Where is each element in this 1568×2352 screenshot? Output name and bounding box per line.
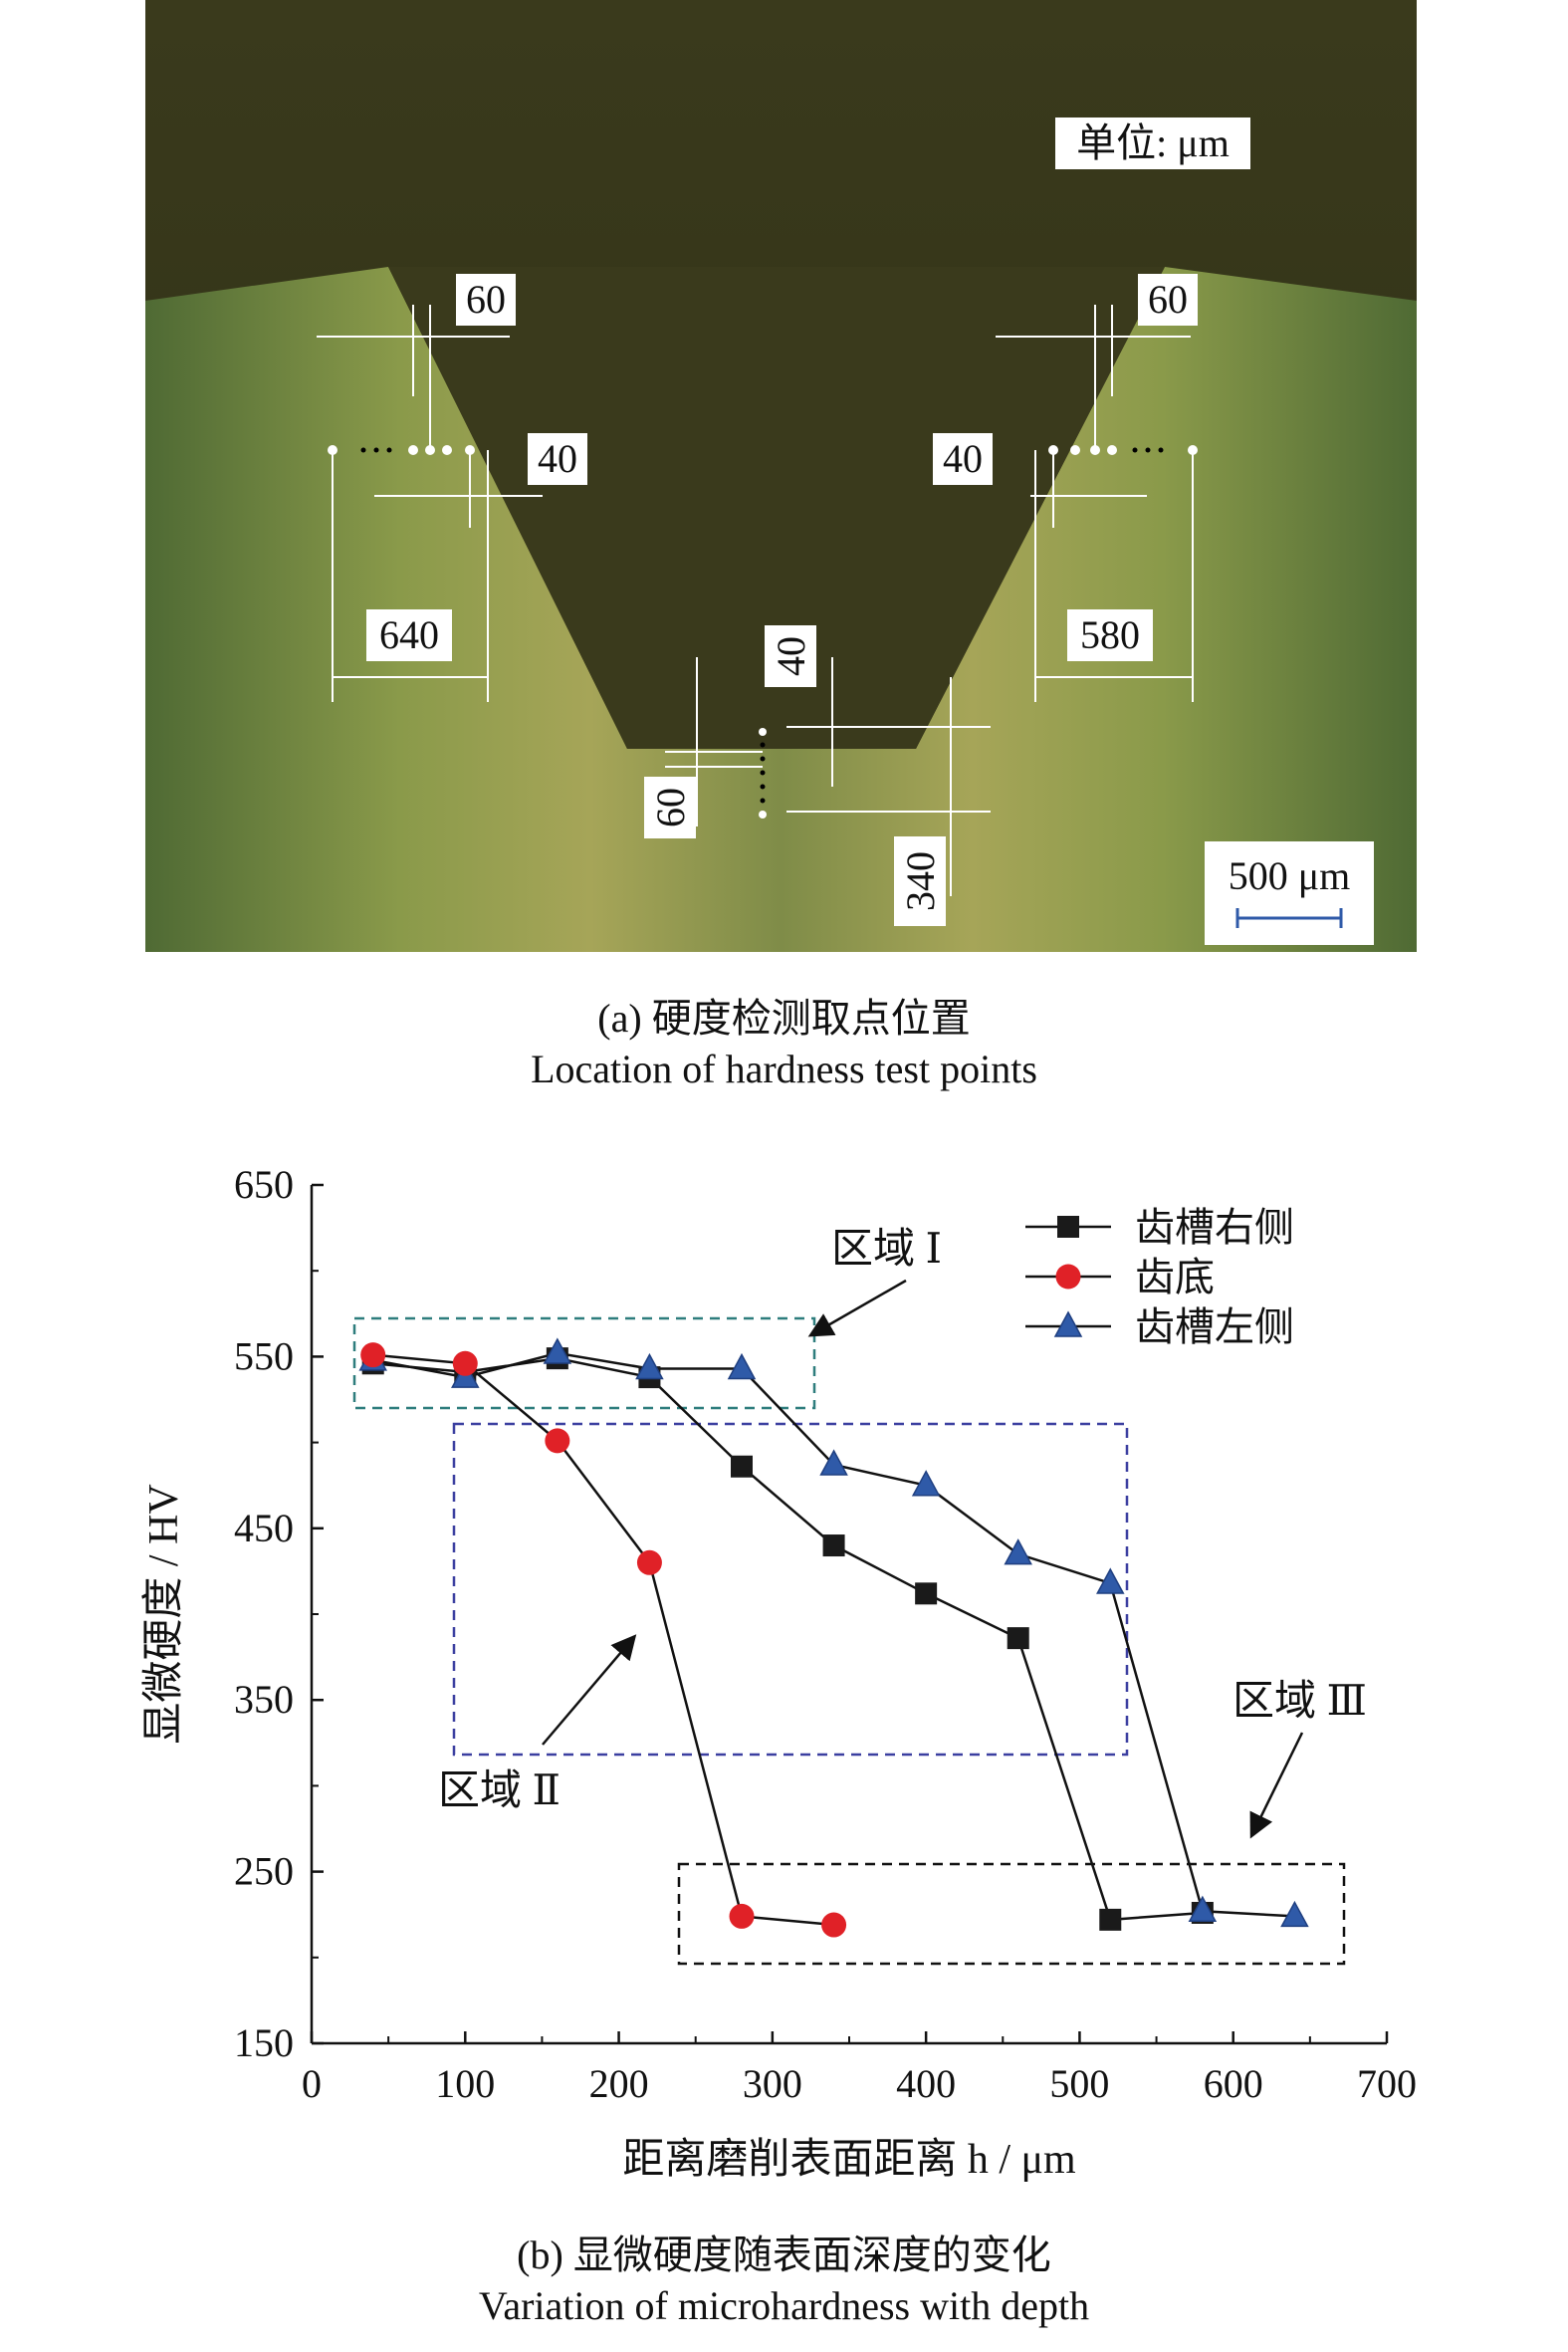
x-tick-label: 400 bbox=[896, 2061, 956, 2106]
test-points bbox=[328, 445, 1198, 819]
caption-b-cn: (b) 显微硬度随表面深度的变化 bbox=[517, 2233, 1051, 2277]
x-tick-label: 100 bbox=[435, 2061, 495, 2106]
data-point-square bbox=[1099, 1908, 1122, 1931]
data-point-square bbox=[822, 1534, 845, 1557]
data-point-triangle bbox=[727, 1352, 757, 1380]
series-line-2 bbox=[372, 1353, 834, 1927]
legend-marker-triangle bbox=[1053, 1310, 1083, 1337]
measurement-lines bbox=[317, 305, 1194, 896]
scale-bar-label: 500 μm bbox=[1229, 853, 1351, 898]
data-point-triangle bbox=[1004, 1538, 1032, 1565]
data-point-circle bbox=[545, 1428, 570, 1454]
data-point-circle bbox=[452, 1350, 478, 1376]
dim-label: 60 bbox=[1148, 277, 1188, 322]
caption-b-en: Variation of microhardness with depth bbox=[478, 2283, 1090, 2328]
data-point-square bbox=[915, 1582, 938, 1605]
legend-marker-circle bbox=[1055, 1264, 1081, 1290]
data-point-circle bbox=[636, 1549, 662, 1575]
data-point-circle bbox=[729, 1903, 755, 1929]
annotation-arrow bbox=[1249, 1732, 1304, 1839]
region-annotation: 区域 Ⅰ bbox=[831, 1227, 942, 1273]
data-point-triangle bbox=[543, 1337, 572, 1364]
region-2-box bbox=[452, 1422, 1129, 1757]
y-axis-label: 显微硬度 / HV bbox=[141, 1484, 187, 1744]
region-3-box bbox=[677, 1862, 1346, 1966]
dim-label: 40 bbox=[943, 436, 983, 481]
legend-marker-square bbox=[1057, 1216, 1079, 1238]
data-point-square bbox=[731, 1455, 753, 1478]
region-annotation: 区域 Ⅲ bbox=[1232, 1679, 1367, 1725]
x-axis-label: 距离磨削表面距离 h / μm bbox=[622, 2136, 1076, 2183]
caption-a-cn: (a) 硬度检测取点位置 bbox=[597, 996, 971, 1041]
data-point-triangle bbox=[1188, 1895, 1218, 1923]
x-tick-label: 500 bbox=[1049, 2061, 1109, 2106]
data-point-triangle bbox=[1096, 1567, 1125, 1594]
y-tick-label: 450 bbox=[234, 1506, 294, 1550]
legend-label: 齿槽右侧 bbox=[1135, 1205, 1294, 1250]
y-tick-label: 350 bbox=[234, 1677, 294, 1722]
dim-label: 40 bbox=[769, 636, 813, 676]
groove-region bbox=[388, 267, 1165, 749]
x-tick-label: 600 bbox=[1204, 2061, 1263, 2106]
x-tick-label: 0 bbox=[302, 2061, 322, 2106]
data-point-circle bbox=[360, 1342, 386, 1368]
dim-label: 60 bbox=[466, 277, 506, 322]
dim-label: 580 bbox=[1080, 612, 1140, 657]
legend-label: 齿底 bbox=[1135, 1255, 1215, 1299]
micrograph: 单位: μm 60 60 40 40 640 580 40 60 340 500… bbox=[145, 0, 1417, 952]
data-point-square bbox=[1007, 1627, 1029, 1650]
test-point-dots bbox=[360, 447, 1164, 804]
scale-bar bbox=[1235, 908, 1343, 928]
dim-label: 640 bbox=[379, 612, 439, 657]
x-tick-label: 700 bbox=[1357, 2061, 1417, 2106]
material-region bbox=[145, 267, 1417, 952]
data-point-triangle bbox=[819, 1449, 848, 1476]
region-1-box bbox=[352, 1316, 816, 1410]
y-tick-label: 150 bbox=[234, 2020, 294, 2065]
x-tick-label: 300 bbox=[743, 2061, 802, 2106]
unit-label: 单位: μm bbox=[1076, 120, 1230, 165]
legend-label: 齿槽左侧 bbox=[1135, 1304, 1294, 1349]
x-tick-label: 200 bbox=[589, 2061, 649, 2106]
data-point-circle bbox=[821, 1912, 847, 1938]
data-point-triangle bbox=[1280, 1900, 1309, 1928]
dim-label: 340 bbox=[898, 851, 943, 911]
y-tick-label: 550 bbox=[234, 1333, 294, 1378]
y-tick-label: 250 bbox=[234, 1849, 294, 1894]
dim-label: 40 bbox=[538, 436, 577, 481]
hardness-chart: 0 100 200 300 400 500 600 700 150 250 350 450 550 650… bbox=[141, 1162, 1417, 2183]
annotation-arrow bbox=[807, 1279, 907, 1337]
dim-label: 60 bbox=[648, 788, 693, 827]
series-line-3 bbox=[372, 1351, 1295, 1918]
region-annotation: 区域 Ⅱ bbox=[438, 1768, 560, 1814]
data-point-triangle bbox=[911, 1470, 941, 1497]
caption-a-en: Location of hardness test points bbox=[531, 1047, 1037, 1091]
y-tick-label: 650 bbox=[234, 1162, 294, 1207]
data-point-triangle bbox=[635, 1352, 664, 1380]
annotation-arrow bbox=[542, 1634, 637, 1746]
series-line-1 bbox=[372, 1356, 1203, 1922]
